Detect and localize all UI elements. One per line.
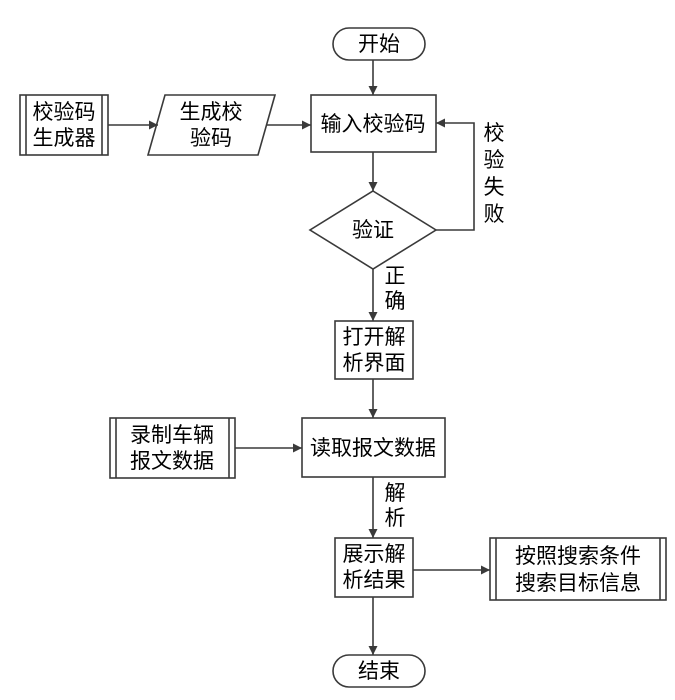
- generate-code-label-line2: 验码: [190, 126, 232, 150]
- code-generator-label-line2: 生成器: [33, 126, 96, 150]
- open-parse-ui-node: 打开解 析界面: [334, 320, 414, 380]
- edge-verify-fail-loop: [436, 118, 475, 231]
- start-node: 开始: [332, 27, 426, 61]
- search-target-node: 按照搜索条件 搜索目标信息: [489, 537, 667, 601]
- start-label: 开始: [358, 32, 400, 56]
- open-parse-ui-label-line2: 析界面: [343, 351, 406, 375]
- edge-label-correct-char1: 正: [385, 264, 406, 288]
- code-generator-node: 校验码 生成器: [19, 94, 109, 156]
- input-code-node: 输入校验码: [310, 94, 437, 153]
- edge-label-correct-char2: 确: [385, 289, 406, 313]
- record-vehicle-data-label-line1: 录制车辆: [130, 423, 214, 447]
- search-target-label-line1: 按照搜索条件: [515, 544, 641, 568]
- input-code-label: 输入校验码: [321, 112, 426, 136]
- show-result-label-line2: 析结果: [343, 568, 406, 592]
- show-result-node: 展示解 析结果: [334, 537, 414, 598]
- verify-label: 验证: [352, 218, 394, 242]
- edge-label-fail-char4: 败: [484, 202, 505, 226]
- edge-label-fail-char2: 验: [484, 148, 505, 172]
- edge-label-correct: 正 确: [385, 264, 406, 313]
- code-generator-label-line1: 校验码: [33, 100, 96, 124]
- edge-label-fail-char3: 失: [484, 175, 505, 199]
- read-data-label: 读取报文数据: [310, 436, 436, 460]
- edge-label-fail: 校 验 失 败: [484, 121, 505, 226]
- edge-label-parse-char1: 解: [385, 481, 406, 505]
- open-parse-ui-label-line1: 打开解: [343, 325, 406, 349]
- record-vehicle-data-node: 录制车辆 报文数据: [109, 417, 236, 479]
- generate-code-node: 生成校 验码: [146, 94, 277, 156]
- end-label: 结束: [358, 659, 400, 683]
- verify-node: 验证: [308, 190, 438, 270]
- edge-label-parse-char2: 析: [385, 506, 406, 530]
- read-data-node: 读取报文数据: [301, 417, 446, 478]
- record-vehicle-data-label-line2: 报文数据: [130, 449, 214, 473]
- generate-code-label-line1: 生成校: [180, 100, 243, 124]
- edge-label-fail-char1: 校: [484, 121, 505, 145]
- end-node: 结束: [332, 654, 426, 688]
- edge-label-parse: 解 析: [385, 481, 406, 530]
- show-result-label-line1: 展示解: [343, 542, 406, 566]
- search-target-label-line2: 搜索目标信息: [515, 571, 641, 595]
